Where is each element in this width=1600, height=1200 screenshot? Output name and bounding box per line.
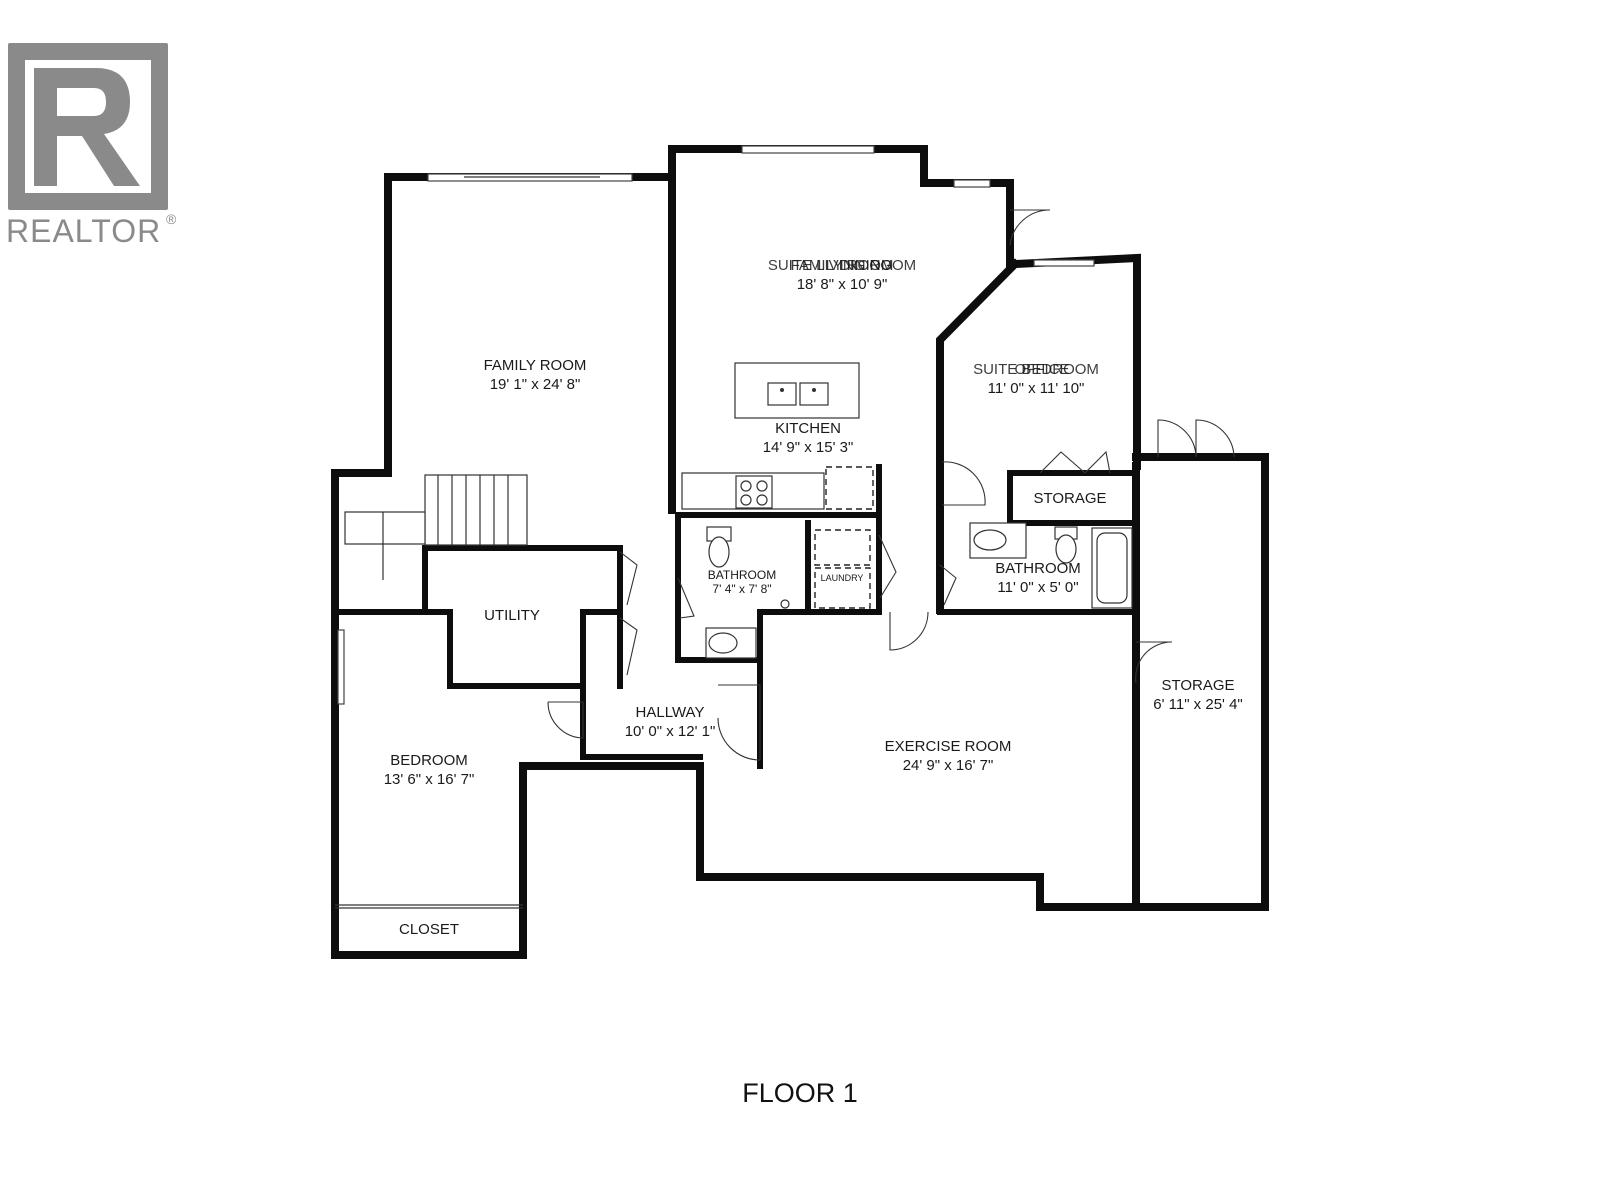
bedroom-dims: 13' 6" x 16' 7" <box>384 771 475 788</box>
family-room-name: FAMILY ROOM <box>484 357 587 374</box>
bathroom-right-name: BATHROOM <box>995 560 1081 577</box>
family-room-upper-name: FAMILY ROOM <box>791 257 894 274</box>
exercise-room-dims: 24' 9" x 16' 7" <box>903 757 994 774</box>
kitchen-name: KITCHEN <box>775 420 841 437</box>
dining-name: DINING <box>840 257 893 274</box>
storage-long-name: STORAGE <box>1161 677 1234 694</box>
interior-walls <box>332 464 1139 910</box>
family-room-dims: 19' 1" x 24' 8" <box>490 376 581 393</box>
suite-bedroom-name: SUITE BEDROOM <box>973 361 1099 378</box>
bathroom-small-dims: 7' 4" x 7' 8" <box>712 582 771 596</box>
office-name: OFFICE <box>1015 361 1070 378</box>
closet-name: CLOSET <box>399 921 459 938</box>
office-dims: 11' 0" x 11' 10" <box>988 380 1085 397</box>
bathroom-fixtures <box>705 522 1133 659</box>
storage-small-name: STORAGE <box>1033 490 1106 507</box>
storage-long-dims: 6' 11" x 25' 4" <box>1153 696 1243 713</box>
exercise-room-name: EXERCISE ROOM <box>885 738 1012 755</box>
realtor-logo: REALTOR ® <box>6 43 177 249</box>
laundry-name: LAUNDRY <box>821 573 864 583</box>
kitchen-island <box>734 362 860 419</box>
kitchen-dims: 14' 9" x 15' 3" <box>763 439 854 456</box>
registered-mark: ® <box>166 211 177 227</box>
utility-name: UTILITY <box>484 607 540 624</box>
hallway-name: HALLWAY <box>636 704 705 721</box>
room-labels: FAMILY ROOM 19' 1" x 24' 8" SUITE LIVING… <box>384 257 1243 938</box>
realtor-wordmark: REALTOR <box>6 213 161 249</box>
windows <box>337 145 1095 705</box>
laundry-machines <box>814 529 871 609</box>
doors <box>547 209 1235 761</box>
kitchen-counter <box>681 466 874 510</box>
bathroom-small-name: BATHROOM <box>708 568 776 582</box>
bedroom-name: BEDROOM <box>390 752 468 769</box>
floor-title: FLOOR 1 <box>742 1078 858 1108</box>
hallway-dims: 10' 0" x 12' 1" <box>625 723 716 740</box>
suite-living-room-name: SUITE LIVING ROOM <box>768 257 916 274</box>
bathroom-right-dims: 11' 0" x 5' 0" <box>997 579 1078 596</box>
stairs <box>344 474 528 580</box>
overlap-room-dims: 18' 8" x 10' 9" <box>797 276 888 293</box>
